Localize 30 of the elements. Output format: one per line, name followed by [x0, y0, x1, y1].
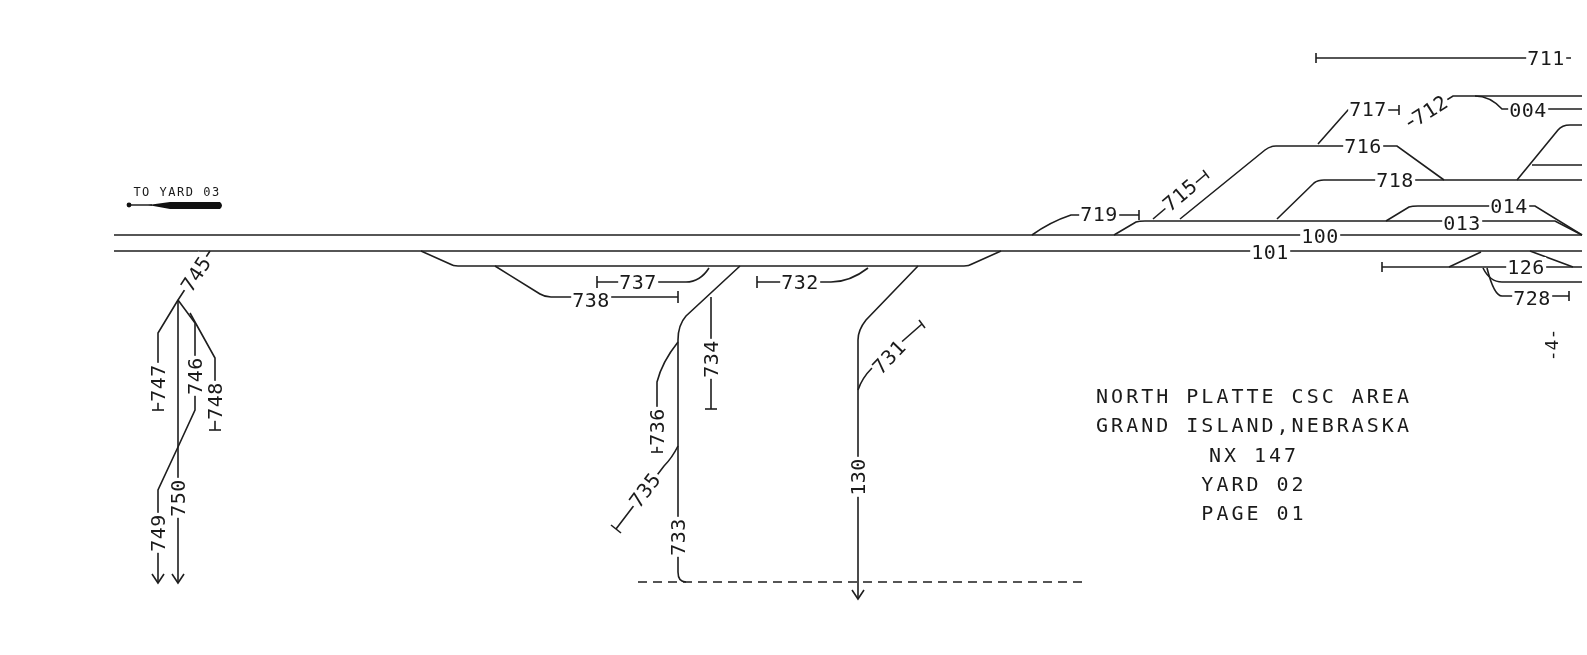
track-number: 733 [668, 517, 688, 557]
track-number: 126 [1506, 257, 1546, 277]
track-number: 013 [1442, 213, 1482, 233]
track-number: 101 [1250, 242, 1290, 262]
direction-label: TO YARD 03 [132, 186, 222, 198]
track-number: 747 [148, 363, 168, 403]
track-number: 749 [148, 513, 168, 553]
track-number: 748 [205, 381, 225, 421]
track-number: 736 [647, 407, 667, 447]
track-number: 004 [1508, 100, 1548, 120]
title-text: YARD 02 [1200, 474, 1308, 494]
track-number: 716 [1343, 136, 1383, 156]
track-number: 711 [1526, 48, 1566, 68]
track-number: 750 [168, 478, 188, 518]
title-text: PAGE 01 [1200, 503, 1308, 523]
track-number: 734 [701, 339, 721, 379]
track-number: 718 [1375, 170, 1415, 190]
track-number: 130 [848, 457, 868, 497]
track-number: 738 [571, 290, 611, 310]
track-number: 746 [185, 356, 205, 396]
track-number: 100 [1300, 226, 1340, 246]
title-text: GRAND ISLAND,NEBRASKA [1095, 415, 1413, 435]
track-number: 737 [618, 272, 658, 292]
track-number: 728 [1512, 288, 1552, 308]
track-number: 717 [1348, 99, 1388, 119]
track-number: 732 [780, 272, 820, 292]
title-text: NORTH PLATTE CSC AREA [1095, 386, 1413, 406]
track-number: 014 [1489, 196, 1529, 216]
track-number: 719 [1079, 204, 1119, 224]
title-text: NX 147 [1207, 445, 1301, 465]
